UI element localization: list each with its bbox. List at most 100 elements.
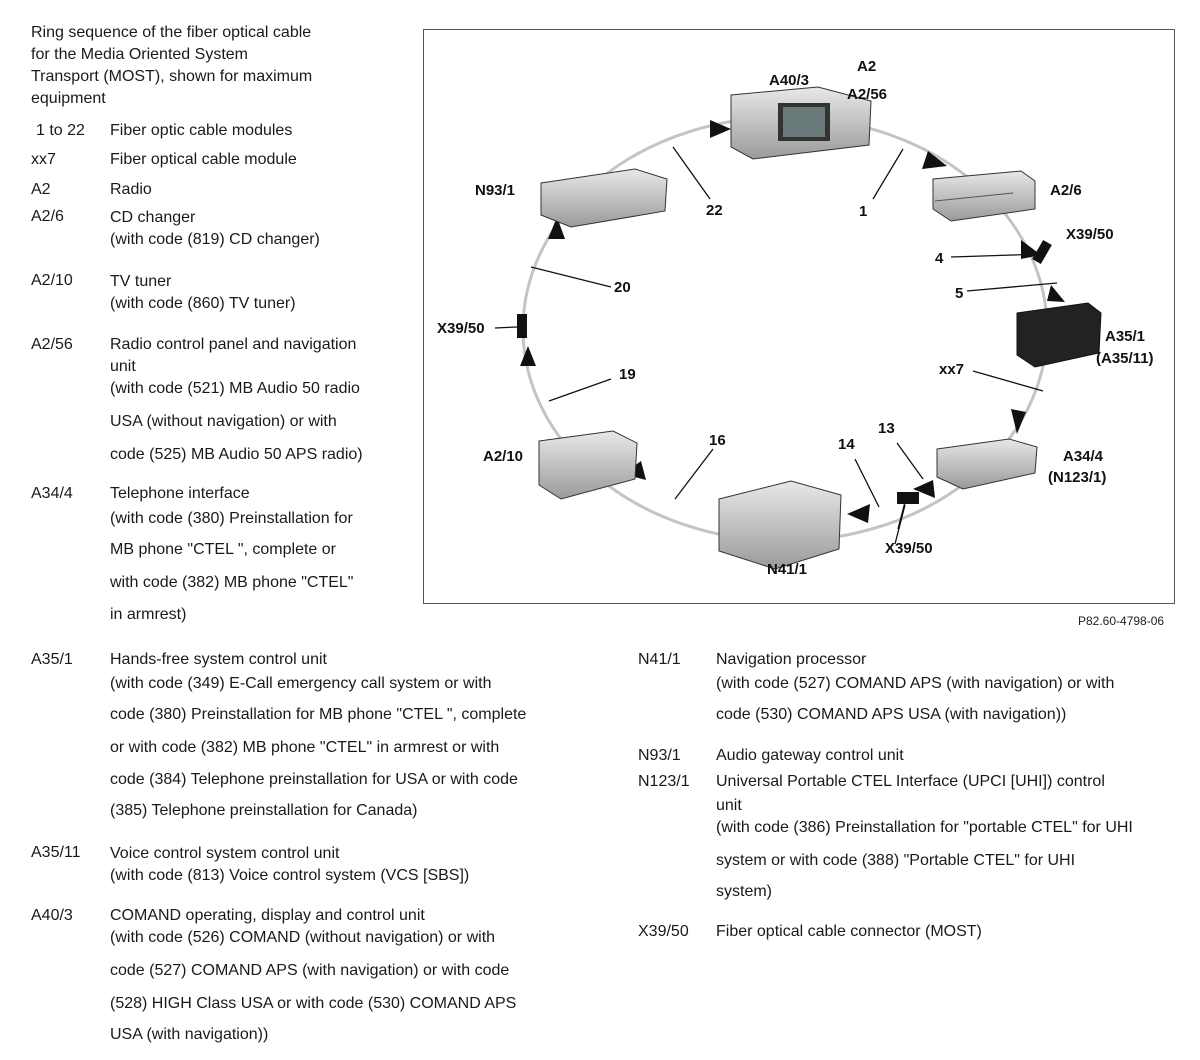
legend-line: (385) Telephone preinstallation for Cana…	[110, 802, 418, 819]
legend-code: A2/6	[31, 208, 64, 225]
intro-text: Ring sequence of the fiber optical cable…	[31, 22, 391, 110]
legend-line: in armrest)	[110, 606, 187, 623]
legend-code: 1 to 22	[36, 122, 85, 139]
figure-id: P82.60-4798-06	[1078, 614, 1165, 628]
unit-n41-1	[718, 480, 842, 570]
unit-n93-1	[540, 168, 668, 228]
legend-code: A40/3	[31, 907, 73, 924]
legend-code: A35/1	[31, 651, 73, 668]
legend-desc: Fiber optic cable modules	[110, 121, 292, 141]
intro-line: equipment	[31, 90, 106, 107]
legend-line: (with code (527) COMAND APS (with naviga…	[716, 675, 1115, 692]
legend-line: Voice control system control unit	[110, 845, 340, 862]
legend-line: (with code (860) TV tuner)	[110, 295, 296, 312]
connectors	[517, 239, 1052, 504]
legend-line: (with code (349) E-Call emergency call s…	[110, 675, 492, 692]
diagram-number: 20	[614, 279, 631, 296]
diagram-number: 1	[859, 203, 867, 220]
diagram-number: 4	[935, 250, 944, 267]
legend-line: (with code (526) COMAND (without navigat…	[110, 929, 496, 946]
legend-line: Telephone interface	[110, 485, 250, 502]
legend-line: USA (without navigation) or with	[110, 413, 337, 430]
leader-lines	[494, 146, 1058, 545]
diagram-label: A2/6	[1050, 182, 1082, 199]
legend-line: unit	[110, 358, 136, 375]
diagram-label: A2	[857, 58, 876, 75]
legend-line: code (380) Preinstallation for MB phone …	[110, 706, 527, 723]
diagram-label: A2/10	[483, 448, 523, 465]
diagram-number: xx7	[939, 361, 964, 378]
legend-code: N93/1	[638, 747, 681, 764]
diagram-labels: A40/3 A2 A2/56 A2/6 X39/50 A35/1 (A35/11…	[437, 58, 1154, 578]
unit-a35-1	[1016, 302, 1102, 368]
legend-desc: Voice control system control unit (with …	[110, 843, 469, 887]
unit-a2-6	[932, 170, 1036, 222]
diagram-label: X39/50	[1066, 226, 1114, 243]
legend-desc: Radio	[110, 180, 152, 200]
legend-code: N41/1	[638, 651, 681, 668]
legend-line: system)	[716, 883, 772, 900]
legend-line: Audio gateway control unit	[716, 747, 904, 764]
legend-code: N123/1	[638, 773, 690, 790]
arrow-icon	[710, 120, 731, 138]
connector-icon	[897, 492, 919, 504]
legend-desc: Fiber optical cable connector (MOST)	[716, 922, 982, 942]
intro-line: for the Media Oriented System	[31, 46, 248, 63]
legend-line: (with code (380) Preinstallation for	[110, 510, 353, 527]
legend-line: Fiber optical cable module	[110, 151, 297, 168]
legend-line: Radio control panel and navigation	[110, 336, 357, 353]
arrow-icon	[922, 151, 947, 169]
arrow-icon	[1011, 409, 1026, 434]
connector-icon	[517, 314, 527, 338]
diagram-label: A34/4	[1063, 448, 1104, 465]
legend-line: code (527) COMAND APS (with navigation) …	[110, 962, 510, 979]
diagram-number: 19	[619, 366, 636, 383]
legend-desc: Fiber optical cable module	[110, 150, 297, 170]
diagram-label: A2/56	[847, 86, 887, 103]
legend-line: USA (with navigation))	[110, 1026, 269, 1043]
legend-line: TV tuner	[110, 273, 172, 290]
legend-line: system or with code (388) "Portable CTEL…	[716, 852, 1076, 869]
legend-line: Radio	[110, 181, 152, 198]
arrow-icon	[847, 504, 870, 523]
intro-line: Transport (MOST), shown for maximum	[31, 68, 313, 85]
legend-line: code (384) Telephone preinstallation for…	[110, 771, 518, 788]
legend-line: (with code (819) CD changer)	[110, 231, 320, 248]
diagram-number: 22	[706, 202, 723, 219]
legend-code: A34/4	[31, 485, 73, 502]
most-ring-diagram: A40/3 A2 A2/56 A2/6 X39/50 A35/1 (A35/11…	[437, 58, 1154, 578]
legend-desc: Audio gateway control unit	[716, 746, 904, 766]
legend-code: A2	[31, 181, 51, 198]
legend-code: A2/10	[31, 272, 73, 289]
legend-desc: TV tuner (with code (860) TV tuner)	[110, 271, 296, 315]
legend-line: Universal Portable CTEL Interface (UPCI …	[716, 773, 1105, 790]
diagram-label: X39/50	[885, 540, 933, 557]
legend-code: A35/11	[31, 844, 81, 861]
diagram-label: N93/1	[475, 182, 515, 199]
diagram-label: (N123/1)	[1048, 469, 1106, 486]
legend-line: with code (382) MB phone "CTEL"	[110, 574, 354, 591]
diagram-label: A40/3	[769, 72, 809, 89]
diagram-number: 5	[955, 285, 963, 302]
legend-code: xx7	[31, 151, 56, 168]
diagram-number: 14	[838, 436, 855, 453]
diagram-label: X39/50	[437, 320, 485, 337]
legend-line: COMAND operating, display and control un…	[110, 907, 425, 924]
legend-line: Hands-free system control unit	[110, 651, 327, 668]
legend-line: Fiber optical cable connector (MOST)	[716, 923, 982, 940]
unit-a40-3	[730, 86, 872, 160]
diagram-number: 16	[709, 432, 726, 449]
diagram-label: (A35/11)	[1096, 350, 1154, 367]
diagram-frame	[423, 29, 1175, 604]
legend-code: A2/56	[31, 336, 73, 353]
unit-a34-4	[936, 438, 1038, 490]
legend-line: code (525) MB Audio 50 APS radio)	[110, 446, 363, 463]
diagram-number: 13	[878, 420, 895, 437]
legend-line: code (530) COMAND APS USA (with navigati…	[716, 706, 1067, 723]
arrow-icon	[1047, 285, 1065, 302]
arrow-icon	[548, 217, 565, 239]
legend-code: X39/50	[638, 923, 689, 940]
legend-line: (528) HIGH Class USA or with code (530) …	[110, 995, 517, 1012]
legend-line: CD changer	[110, 209, 196, 226]
legend-line: (with code (386) Preinstallation for "po…	[716, 819, 1133, 836]
